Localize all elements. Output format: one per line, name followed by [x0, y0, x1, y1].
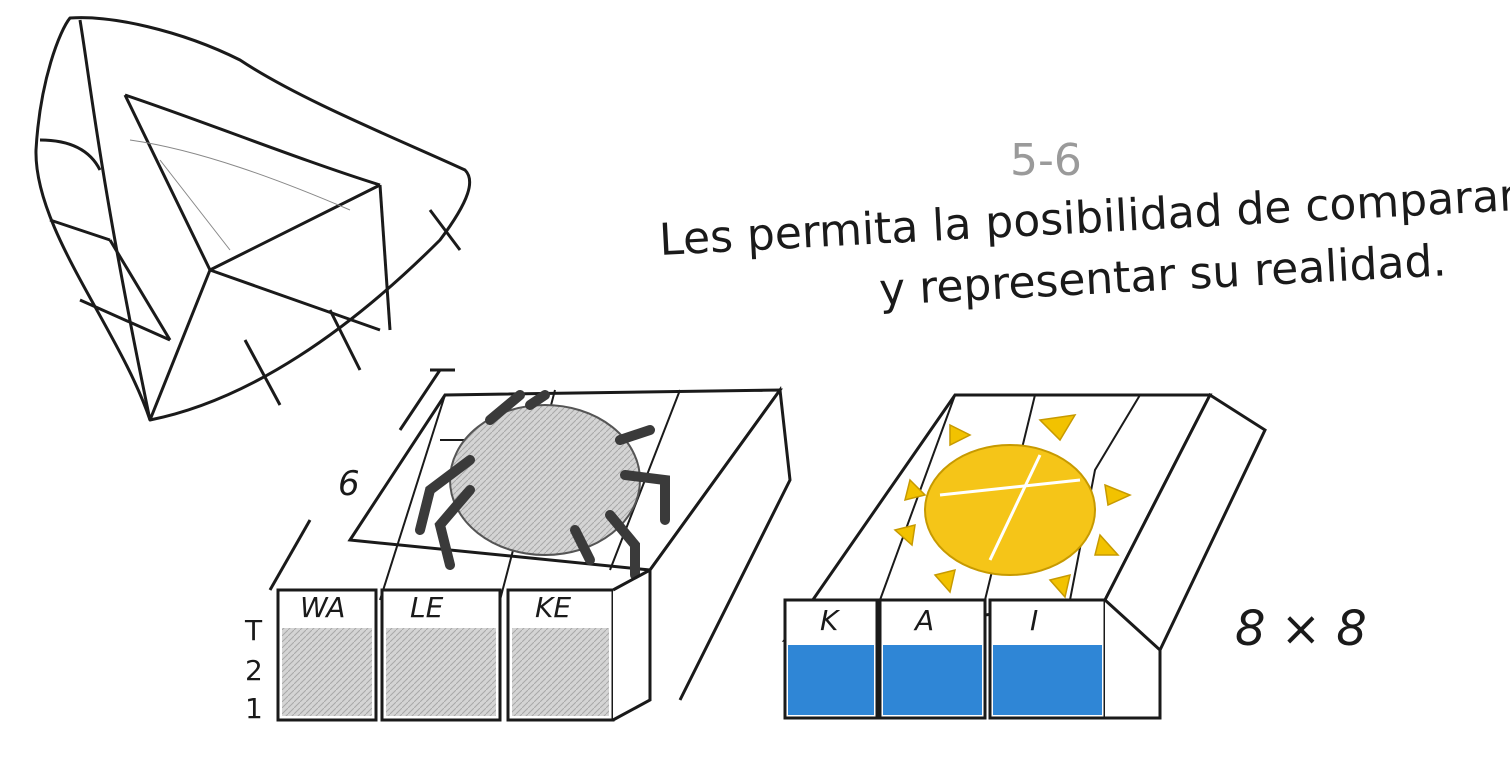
right-syllable-3: I: [1030, 604, 1038, 637]
right-syllable-2: A: [913, 604, 934, 637]
right-syllable-1: K: [820, 604, 841, 637]
right-block: K A I: [781, 392, 1267, 720]
right-tile-3-face: [993, 645, 1102, 715]
left-height-tick-1: T: [244, 614, 263, 647]
pyramid-drawing: [34, 16, 472, 422]
spider-drawing: [415, 390, 670, 580]
size-label: 8 × 8: [1235, 601, 1367, 657]
left-dimension-label: 6: [338, 464, 360, 504]
right-front-row: [783, 598, 1162, 720]
left-syllable-3: KE: [535, 591, 571, 624]
left-syllable-1: WA: [300, 591, 345, 624]
left-front-row: [276, 567, 652, 722]
left-tile-3-face: [512, 628, 609, 716]
page-number: 5-6: [1010, 135, 1082, 186]
sun-drawing: [893, 414, 1132, 599]
left-block: WA LE KE 6 T 2 1: [244, 368, 792, 725]
left-tile-1-face: [282, 628, 372, 716]
right-tile-1-face: [788, 645, 874, 715]
left-height-tick-3: 1: [245, 692, 263, 725]
right-tile-2-face: [883, 645, 982, 715]
left-tile-2-face: [386, 628, 496, 716]
left-syllable-2: LE: [410, 591, 444, 624]
left-height-tick-2: 2: [245, 654, 263, 687]
